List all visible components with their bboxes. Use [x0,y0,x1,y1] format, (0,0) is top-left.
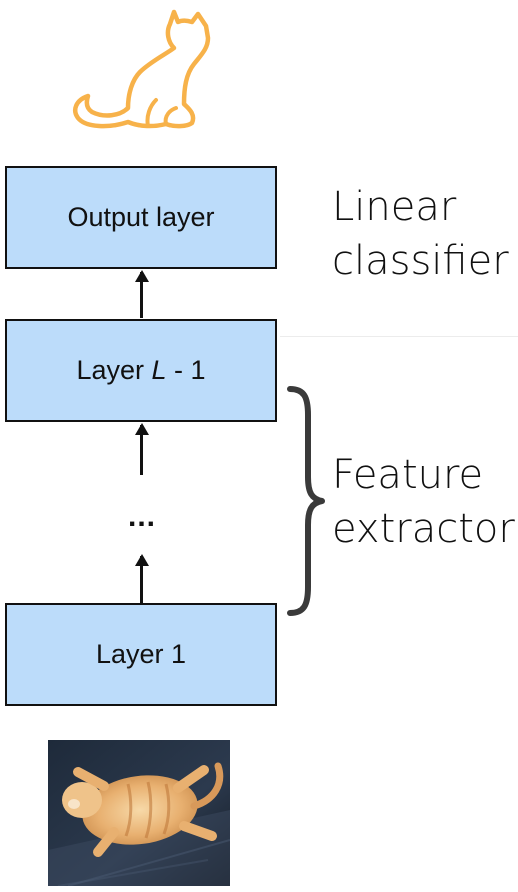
arrow-to-output [134,270,149,318]
penultimate-layer-prefix: Layer [76,355,152,385]
ellipsis: ... [127,500,156,533]
penultimate-layer-label: Layer L - 1 [76,355,205,386]
cat-outline-icon [73,9,211,129]
background-guide-line [280,336,518,337]
output-layer-box: Output layer [5,166,277,269]
penultimate-layer-var: L [151,355,167,385]
cat-photo [48,740,230,886]
first-layer-label: Layer 1 [95,639,187,669]
feature-extractor-label: Feature extractor [332,448,515,556]
feature-extractor-line2: extractor [332,506,515,552]
output-layer-label: Output layer [67,202,215,232]
linear-classifier-line2: classifier [332,238,509,284]
arrow-to-penultimate [134,423,149,475]
penultimate-layer-suffix: - 1 [166,355,206,385]
first-layer-box: Layer 1 [5,603,277,706]
arrow-from-first-layer [134,554,149,603]
linear-classifier-label: Linear classifier [332,180,509,288]
feature-extractor-brace [287,386,325,616]
linear-classifier-line1: Linear [332,184,457,230]
penultimate-layer-box: Layer L - 1 [5,319,277,422]
feature-extractor-line1: Feature [332,452,484,498]
